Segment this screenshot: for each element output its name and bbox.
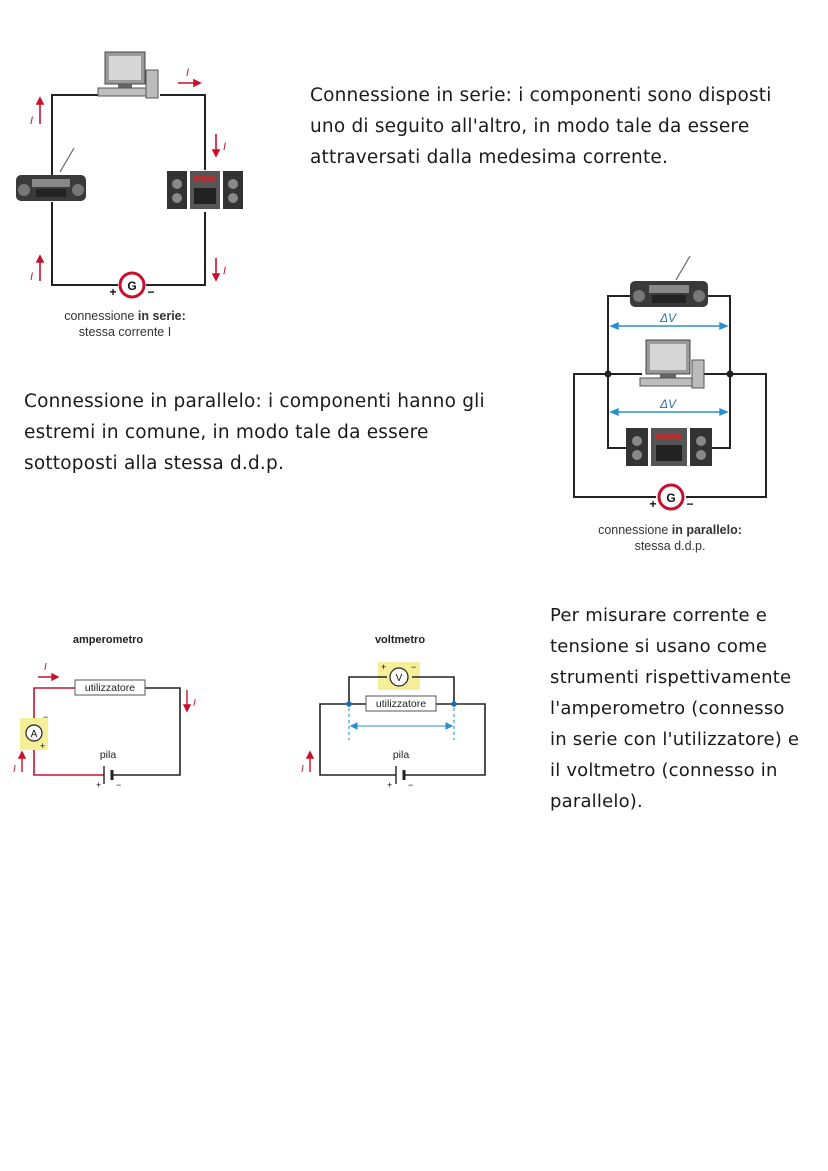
- measure-description: Per misurare corrente e tensione si usan…: [550, 600, 820, 817]
- delta-v-label-top: ΔV: [659, 311, 677, 325]
- voltmeter-current-arrow: [305, 750, 315, 772]
- ammeter-title: amperometro: [73, 634, 144, 646]
- ammeter-wires: [33, 687, 181, 776]
- parallel-nodes: [604, 370, 734, 378]
- parallel-caption: connessione in parallelo: stessa d.d.p.: [580, 522, 760, 554]
- ammeter-battery-icon: [103, 766, 114, 784]
- measure-line-1: Per misurare corrente e: [550, 605, 767, 626]
- voltmeter-battery-minus: −: [408, 780, 413, 790]
- ammeter-battery-label: pila: [100, 749, 117, 761]
- generator-series-minus: −: [147, 285, 154, 299]
- parallel-wires: [573, 295, 767, 498]
- measure-line-4: l'amperometro (connesso: [550, 698, 785, 719]
- ammeter-current-arrows: [17, 672, 192, 772]
- radio-parallel-icon: [630, 255, 708, 307]
- voltmeter-battery-label: pila: [393, 749, 410, 761]
- ammeter-meter-plus: +: [40, 741, 45, 751]
- series-caption: connessione in serie: stessa corrente I: [55, 308, 195, 340]
- generator-parallel-icon: [657, 483, 685, 511]
- delta-v-label-bottom: ΔV: [659, 397, 677, 411]
- generator-series-plus: +: [109, 285, 116, 299]
- generator-series-label: G: [127, 279, 136, 293]
- ammeter-current-symbol-top: I: [44, 662, 47, 673]
- series-caption-line2: stessa corrente I: [78, 325, 172, 339]
- ammeter-meter-minus: −: [43, 712, 48, 722]
- ammeter-meter-icon: [25, 724, 43, 742]
- stereo-parallel-icon: [626, 428, 712, 466]
- measure-line-3: strumenti rispettivamente: [550, 667, 792, 688]
- current-symbol-right-top: I: [223, 141, 226, 153]
- ammeter-load-label: utilizzatore: [85, 682, 135, 694]
- voltmeter-highlight: [378, 662, 420, 690]
- voltmeter-title: voltmetro: [375, 634, 425, 646]
- series-wires: [51, 94, 206, 286]
- ammeter-current-symbol-left: I: [13, 764, 16, 775]
- measure-line-6: il voltmetro (connesso in: [550, 760, 778, 781]
- series-line-2: uno di seguito all'altro, in modo tale d…: [310, 116, 750, 137]
- voltmeter-meter-icon: [389, 667, 409, 687]
- current-symbol-left-top: I: [30, 115, 33, 127]
- voltmeter-load-label: utilizzatore: [376, 698, 426, 710]
- current-symbol-right-bottom: I: [223, 265, 226, 277]
- current-arrows-series: [35, 78, 221, 282]
- parallel-caption-bold: in parallelo:: [671, 523, 742, 537]
- computer-parallel-icon: [639, 339, 705, 389]
- voltmeter-nodes: [346, 701, 457, 707]
- parallel-line-3: sottoposti alla stessa d.d.p.: [24, 453, 285, 474]
- generator-parallel-plus: +: [649, 497, 656, 511]
- delta-v-dimension-lines: [609, 321, 729, 417]
- measure-line-7: parallelo).: [550, 791, 643, 812]
- current-symbol-left-bottom: I: [30, 271, 33, 283]
- current-symbol-top: I: [186, 67, 189, 79]
- generator-parallel-label: G: [666, 491, 675, 505]
- parallel-caption-prefix: connessione: [598, 523, 672, 537]
- parallel-description: Connessione in parallelo: i componenti h…: [24, 386, 544, 479]
- series-description: Connessione in serie: i componenti sono …: [310, 80, 810, 173]
- parallel-line-1: Connessione in parallelo: i componenti h…: [24, 391, 485, 412]
- voltmeter-load-box: [365, 695, 437, 712]
- voltmeter-current-symbol: I: [301, 764, 304, 775]
- parallel-line-2: estremi in comune, in modo tale da esser…: [24, 422, 429, 443]
- measure-line-2: tensione si usano come: [550, 636, 768, 657]
- voltmeter-battery-icon: [395, 766, 406, 784]
- ammeter-highlight: [20, 718, 48, 750]
- generator-series-icon: [118, 271, 146, 299]
- voltmeter-wires: [319, 676, 486, 776]
- voltmeter-meter-plus: +: [381, 662, 386, 672]
- ammeter-meter-label: A: [31, 729, 38, 740]
- voltmeter-meter-minus: −: [411, 662, 416, 672]
- measure-line-5: in serie con l'utilizzatore) e: [550, 729, 800, 750]
- series-line-3: attraversati dalla medesima corrente.: [310, 147, 669, 168]
- ammeter-battery-plus: +: [96, 780, 101, 790]
- computer-icon: [97, 51, 159, 99]
- radio-icon: [16, 147, 86, 201]
- generator-parallel-minus: −: [686, 497, 693, 511]
- voltmeter-dimension-lines: [348, 708, 455, 740]
- series-caption-prefix: connessione: [64, 309, 138, 323]
- parallel-caption-line2: stessa d.d.p.: [634, 539, 706, 553]
- stereo-icon: [167, 171, 243, 209]
- voltmeter-meter-label: V: [396, 673, 403, 684]
- voltmeter-battery-plus: +: [387, 780, 392, 790]
- series-caption-bold: in serie:: [137, 309, 186, 323]
- current-symbols-series: I I I I I: [30, 67, 226, 283]
- ammeter-load-box: [74, 679, 146, 696]
- series-line-1: Connessione in serie: i componenti sono …: [310, 85, 772, 106]
- ammeter-battery-minus: −: [116, 780, 121, 790]
- ammeter-current-symbol-right: I: [193, 698, 196, 709]
